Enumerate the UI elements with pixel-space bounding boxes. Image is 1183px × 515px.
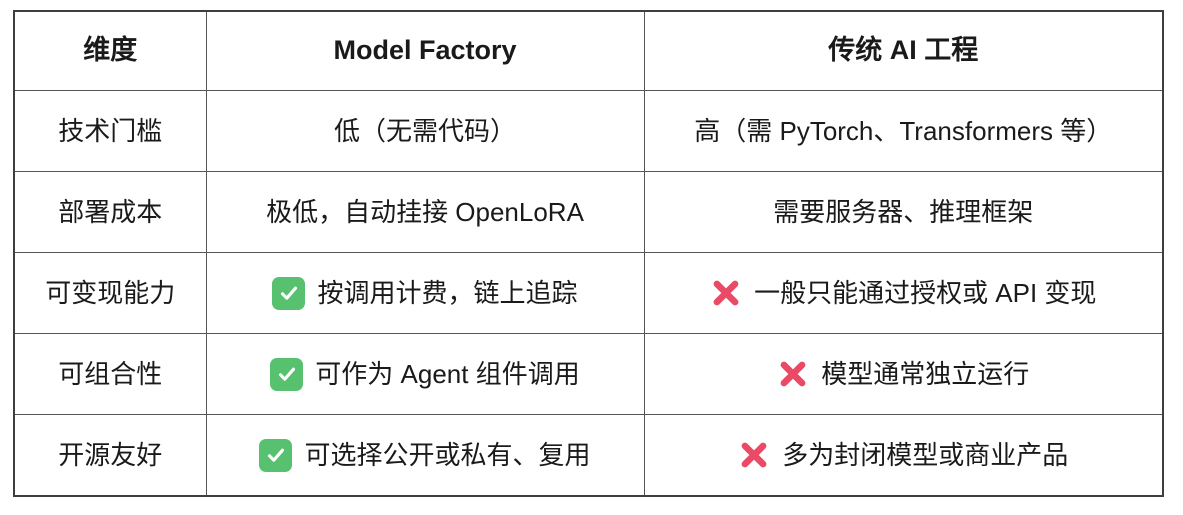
dimension-cell: 部署成本 [13,171,207,253]
model-factory-cell: 低（无需代码） [205,90,645,172]
traditional-ai-cell: 高（需 PyTorch、Transformers 等） [643,90,1164,172]
model-factory-cell: 极低，自动挂接 OpenLoRA [205,171,645,253]
cross-icon [738,439,770,471]
check-icon [272,276,306,310]
cell-text: 低（无需代码） [333,115,516,146]
traditional-ai-cell: 一般只能通过授权或 API 变现 [643,252,1164,334]
comparison-table: 维度 Model Factory 传统 AI 工程 技术门槛 低（无需代码） 高… [13,10,1164,497]
header-row: 维度 Model Factory 传统 AI 工程 [13,10,1164,91]
table-row: 可组合性 可作为 Agent 组件调用 模型通常独立运行 [13,333,1164,415]
cell-text: 可选择公开或私有、复用 [304,439,591,470]
cell-text: 极低，自动挂接 OpenLoRA [266,196,584,227]
cross-icon [710,277,742,309]
table-row: 部署成本 极低，自动挂接 OpenLoRA 需要服务器、推理框架 [13,171,1164,253]
column-header-traditional-ai: 传统 AI 工程 [643,10,1164,91]
table-row: 可变现能力 按调用计费，链上追踪 一般只能通过授权或 API 变现 [13,252,1164,334]
dimension-cell: 技术门槛 [13,90,207,172]
table-row: 技术门槛 低（无需代码） 高（需 PyTorch、Transformers 等） [13,90,1164,172]
model-factory-cell: 按调用计费，链上追踪 [205,252,645,334]
cell-text: 一般只能通过授权或 API 变现 [754,277,1097,308]
cell-text: 需要服务器、推理框架 [773,196,1034,227]
table-row: 开源友好 可选择公开或私有、复用 多为封闭模型或商业产品 [13,414,1164,497]
column-header-model-factory: Model Factory [205,10,645,91]
check-icon [270,357,304,391]
cell-text: 模型通常独立运行 [821,358,1030,389]
cell-text: 按调用计费，链上追踪 [317,277,578,308]
cell-text: 可作为 Agent 组件调用 [315,358,580,389]
dimension-cell: 可变现能力 [13,252,207,334]
cell-text: 高（需 PyTorch、Transformers 等） [694,115,1113,146]
cell-text: 多为封闭模型或商业产品 [782,439,1069,470]
dimension-cell: 可组合性 [13,333,207,415]
check-icon [259,438,293,472]
model-factory-cell: 可选择公开或私有、复用 [205,414,645,497]
cross-icon [777,358,809,390]
traditional-ai-cell: 模型通常独立运行 [643,333,1164,415]
column-header-dimension: 维度 [13,10,207,91]
traditional-ai-cell: 多为封闭模型或商业产品 [643,414,1164,497]
dimension-cell: 开源友好 [13,414,207,497]
model-factory-cell: 可作为 Agent 组件调用 [205,333,645,415]
traditional-ai-cell: 需要服务器、推理框架 [643,171,1164,253]
